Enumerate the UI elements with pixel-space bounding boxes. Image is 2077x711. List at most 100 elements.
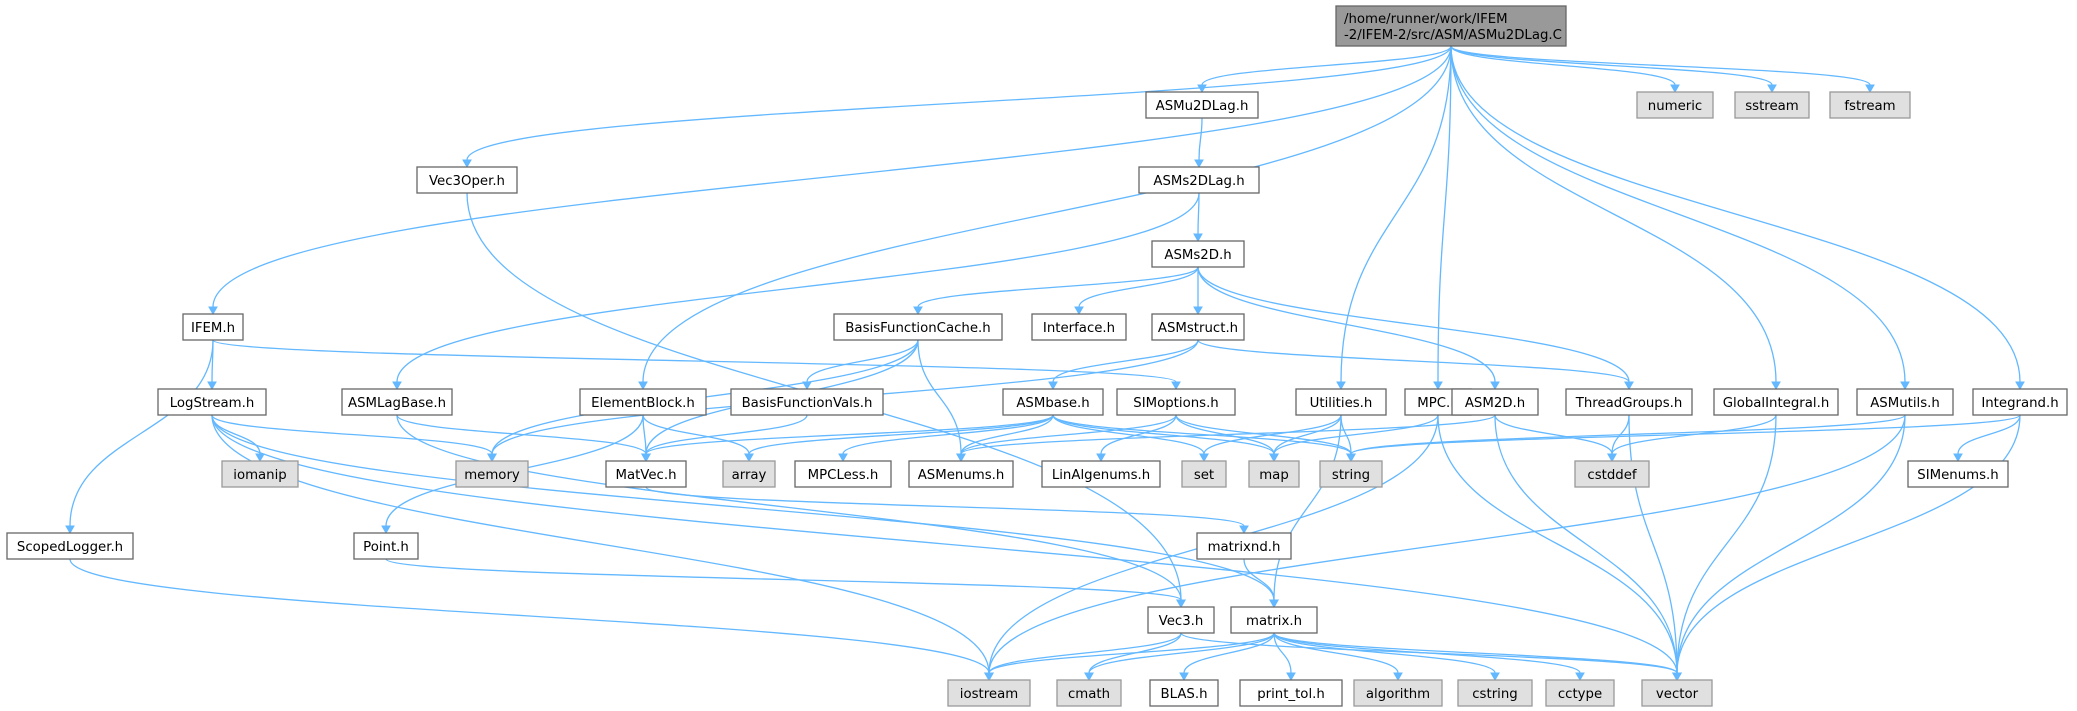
edge-arrowhead [381, 525, 391, 535]
edge-asmbase-h-to-mpcless-h [838, 414, 1054, 463]
node-print-tol-h[interactable]: print_tol.h [1239, 679, 1343, 707]
node-cmath: cmath [1056, 679, 1122, 707]
node-asms2d-h[interactable]: ASMs2D.h [1151, 240, 1245, 268]
edge-arrowhead [1048, 381, 1058, 391]
edge-arrowhead [1286, 672, 1296, 682]
node-box [1335, 5, 1567, 47]
node-box [730, 388, 884, 416]
node-box [1056, 679, 1122, 707]
node-label: SIMenums.h [1917, 468, 1998, 483]
edge-arrowhead [1269, 453, 1279, 463]
edge-line [1437, 414, 1678, 674]
node-simenums-h[interactable]: SIMenums.h [1907, 460, 2009, 488]
node-asmu2dlag-h[interactable]: ASMu2DLag.h [1145, 91, 1259, 119]
edge-ifem-h-to-simoptions-h [212, 339, 1181, 391]
node-iostream: iostream [947, 679, 1031, 707]
node-label: cstddef [1587, 468, 1637, 483]
edge-arrowhead [1269, 599, 1279, 609]
node-box [353, 532, 419, 560]
node-basisfunctioncache-h[interactable]: BasisFunctionCache.h [833, 313, 1003, 341]
node-linalgenums-h[interactable]: LinAlgenums.h [1041, 460, 1161, 488]
node-asmstruct-h[interactable]: ASMstruct.h [1151, 313, 1245, 341]
node-matvec-h[interactable]: MatVec.h [605, 460, 687, 488]
node-asmutils-h[interactable]: ASMutils.h [1856, 388, 1954, 416]
node-label: set [1194, 468, 1214, 483]
node-mpcless-h[interactable]: MPCLess.h [794, 460, 892, 488]
node-asm2d-h[interactable]: ASM2D.h [1451, 388, 1539, 416]
edge-arrowhead [255, 453, 265, 463]
edge-arrowhead [1239, 525, 1249, 535]
node-asms2dlag-h[interactable]: ASMs2DLag.h [1138, 166, 1260, 194]
edge-line [842, 414, 1054, 455]
node-box [1002, 388, 1104, 416]
edge-logstream-h-to-memory [211, 414, 497, 463]
node-threadgroups-h[interactable]: ThreadGroups.h [1565, 388, 1693, 416]
node-label: algorithm [1366, 687, 1430, 702]
edge-matrix-h-to-cmath [1084, 632, 1275, 682]
node-basisfunctionvals-h[interactable]: BasisFunctionVals.h [730, 388, 884, 416]
edge-matrix-h-to-algorithm [1273, 632, 1403, 682]
edge-arrowhead [1176, 599, 1186, 609]
node-asmbase-h[interactable]: ASMbase.h [1002, 388, 1104, 416]
node-label: MPC.h [1417, 396, 1458, 411]
node-point-h[interactable]: Point.h [353, 532, 419, 560]
edge-root-to-fstream [1450, 45, 1875, 94]
edge-line [1100, 414, 1177, 455]
node-ifem-h[interactable]: IFEM.h [182, 313, 244, 341]
node-elementblock-h[interactable]: ElementBlock.h [579, 388, 707, 416]
node-matrixnd-h[interactable]: matrixnd.h [1196, 532, 1292, 560]
node-label: SIMoptions.h [1133, 396, 1218, 411]
node-logstream-h[interactable]: LogStream.h [157, 388, 267, 416]
node-sstream: sstream [1734, 91, 1810, 119]
edge-line [211, 414, 1275, 601]
edge-line [988, 632, 1182, 674]
node-blas-h[interactable]: BLAS.h [1149, 679, 1219, 707]
node-box [1151, 240, 1245, 268]
node-box [1230, 606, 1318, 634]
edge-line [385, 558, 1182, 601]
node-label: ASMLagBase.h [348, 396, 446, 411]
node-label: ASMenums.h [918, 468, 1005, 483]
node-label: Point.h [363, 540, 409, 555]
node-utilities-h[interactable]: Utilities.h [1295, 388, 1387, 416]
node-scopedlogger-h[interactable]: ScopedLogger.h [6, 532, 134, 560]
node-fstream: fstream [1829, 91, 1911, 119]
node-interface-h[interactable]: Interface.h [1031, 313, 1127, 341]
edge-line [1350, 414, 1906, 455]
node-label: print_tol.h [1257, 687, 1325, 702]
node-label: cstring [1472, 687, 1517, 702]
node-vec3-h[interactable]: Vec3.h [1147, 606, 1215, 634]
node-iomanip: iomanip [221, 460, 299, 488]
node-root[interactable]: /home/runner/work/IFEM-2/IFEM-2/src/ASM/… [1335, 5, 1567, 47]
edge-line [396, 192, 1200, 383]
edge-matrixnd-h-to-matrix-h [1243, 558, 1279, 609]
node-box [1451, 388, 1539, 416]
edge-arrowhead [1171, 381, 1181, 391]
node-asmlagbase-h[interactable]: ASMLagBase.h [341, 388, 453, 416]
edge-line [1273, 632, 1292, 674]
node-globalintegral-h[interactable]: GlobalIntegral.h [1713, 388, 1839, 416]
node-integrand-h[interactable]: Integrand.h [1972, 388, 2068, 416]
edge-arrowhead [1193, 233, 1203, 243]
edge-root-to-sstream [1450, 45, 1777, 94]
node-box [1041, 460, 1161, 488]
edge-asms2d-h-to-interface-h [1074, 266, 1199, 316]
edge-arrowhead [1607, 453, 1617, 463]
edge-arrowhead [1096, 453, 1106, 463]
node-algorithm: algorithm [1353, 679, 1443, 707]
node-vec3oper-h[interactable]: Vec3Oper.h [416, 166, 518, 194]
node-box [833, 313, 1003, 341]
node-matrix-h[interactable]: matrix.h [1230, 606, 1318, 634]
node-asmenums-h[interactable]: ASMenums.h [908, 460, 1014, 488]
edge-matrix-h-to-iostream [984, 632, 1275, 682]
node-label: BasisFunctionVals.h [742, 396, 873, 411]
edge-arrowhead [1624, 381, 1634, 391]
node-label: ASM2D.h [1465, 396, 1525, 411]
edge-arrowhead [1865, 84, 1875, 94]
edge-line [1676, 414, 1906, 674]
edge-simoptions-h-to-linalgenums-h [1096, 414, 1177, 463]
node-simoptions-h[interactable]: SIMoptions.h [1116, 388, 1236, 416]
edge-line [1273, 632, 1678, 674]
node-box [605, 460, 687, 488]
edge-root-to-vec3oper-h [462, 45, 1452, 169]
